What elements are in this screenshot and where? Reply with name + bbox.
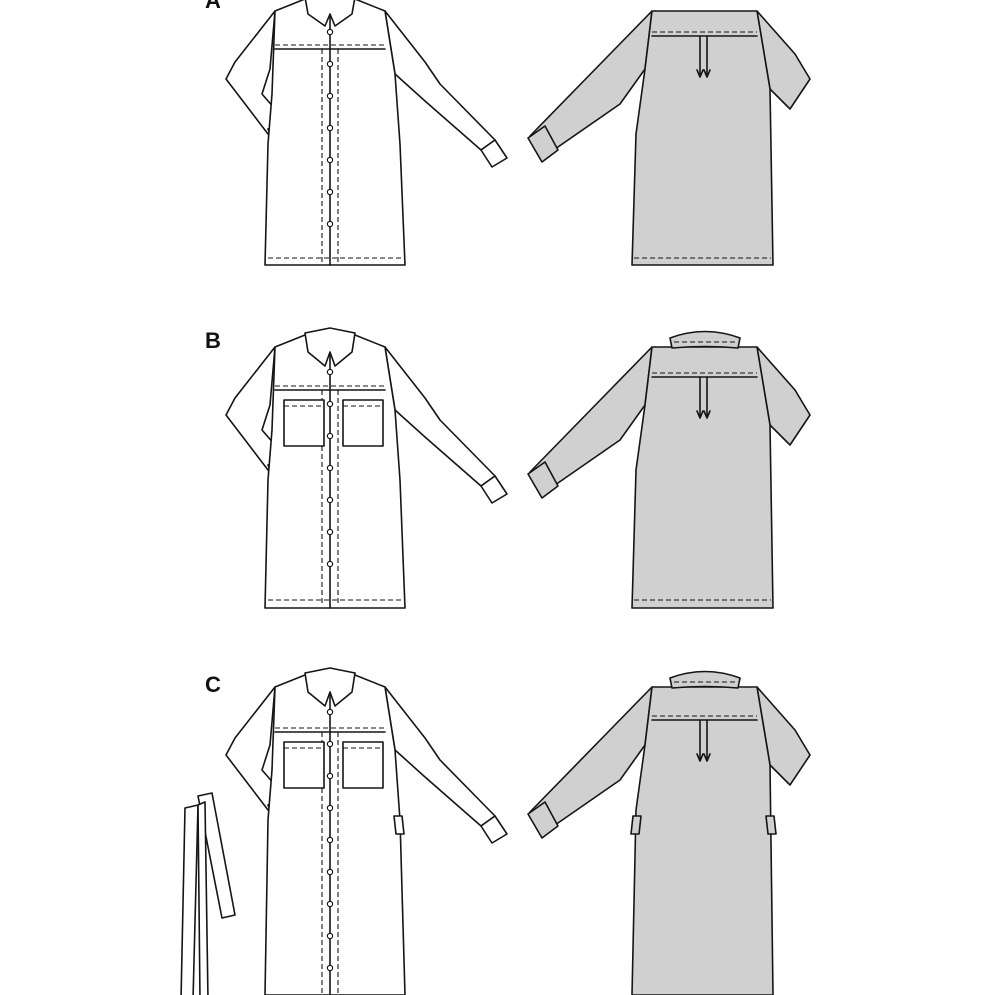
button [326, 400, 334, 408]
button [326, 464, 334, 472]
collar [304, 667, 356, 707]
right-chest-pocket [342, 741, 384, 789]
right-cuff [480, 139, 508, 168]
back-collar [669, 330, 741, 349]
view-label-a: A [205, 0, 221, 13]
collar [304, 0, 356, 27]
right-chest-pocket [342, 399, 384, 447]
collar [304, 327, 356, 367]
back-view-a [527, 10, 811, 266]
dress-body-front [264, 672, 406, 995]
belt-strap [180, 804, 199, 995]
button [326, 932, 334, 940]
right-sleeve [384, 10, 496, 151]
dress-body-front [264, 332, 406, 609]
button [326, 740, 334, 748]
view-b: B [205, 327, 811, 609]
button [326, 220, 334, 228]
back-view-c [527, 670, 811, 995]
front-view-c [225, 667, 508, 995]
button [326, 156, 334, 164]
button [326, 836, 334, 844]
button [326, 560, 334, 568]
right-cuff [480, 815, 508, 844]
button [326, 60, 334, 68]
back-body [631, 10, 774, 266]
front-view-b [225, 327, 508, 609]
button [326, 432, 334, 440]
button [326, 124, 334, 132]
back-left-cuff [527, 125, 559, 163]
button [326, 368, 334, 376]
pleat-arrows [696, 753, 711, 762]
pleat-arrows [696, 69, 711, 78]
button [326, 708, 334, 716]
view-c: C [180, 667, 811, 995]
dress-body-front [264, 0, 406, 266]
belt-strap [197, 801, 209, 995]
back-left-cuff [527, 461, 559, 499]
right-sleeve [384, 686, 496, 827]
view-label-b: B [205, 328, 221, 353]
back-body [631, 686, 774, 995]
button [326, 772, 334, 780]
button [326, 28, 334, 36]
button [326, 496, 334, 504]
belt-loop [393, 815, 405, 835]
button [326, 188, 334, 196]
view-a: A [205, 0, 811, 266]
button [326, 92, 334, 100]
view-label-c: C [205, 672, 221, 697]
belt [180, 792, 236, 995]
back-collar [669, 670, 741, 689]
button [326, 528, 334, 536]
right-cuff [480, 475, 508, 504]
belt-loop [630, 815, 642, 835]
button [326, 804, 334, 812]
belt-strap [197, 792, 236, 919]
back-body [631, 346, 774, 609]
button [326, 964, 334, 972]
button [326, 868, 334, 876]
right-sleeve [384, 346, 496, 487]
left-chest-pocket [283, 741, 325, 789]
back-left-cuff [527, 801, 559, 839]
belt-loop [765, 815, 777, 835]
pleat-arrows [696, 410, 711, 419]
left-chest-pocket [283, 399, 325, 447]
button [326, 900, 334, 908]
front-view-a [225, 0, 508, 266]
back-view-b [527, 330, 811, 609]
